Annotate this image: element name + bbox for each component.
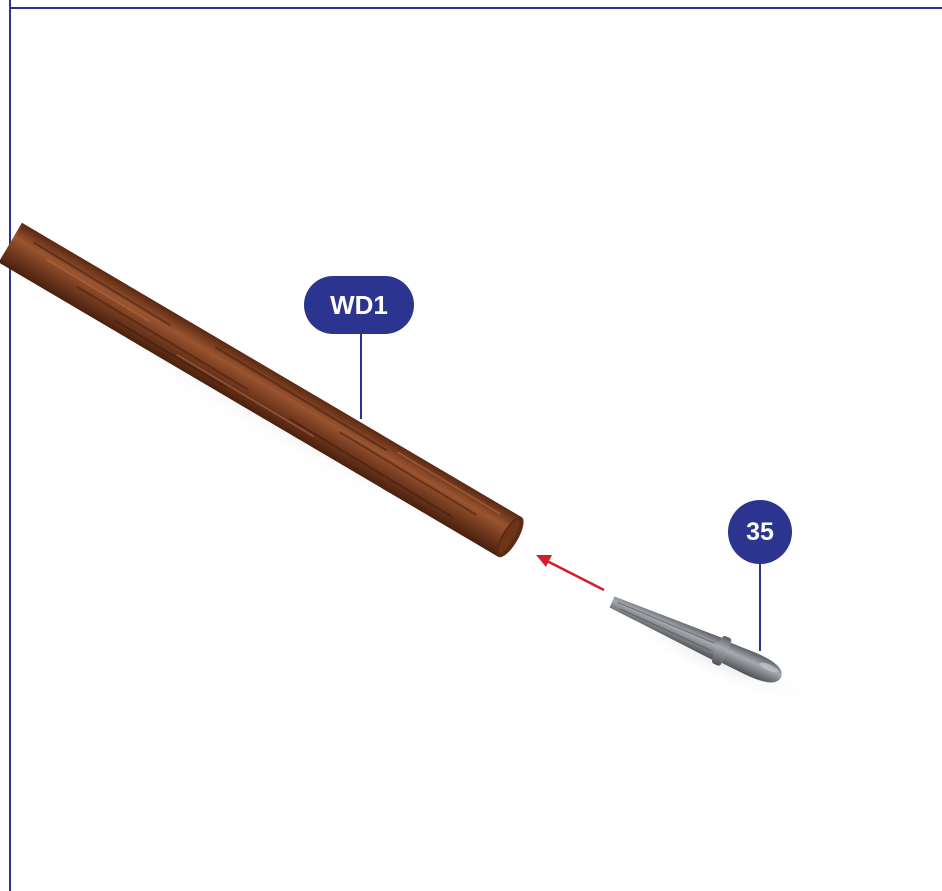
wooden-dowel	[0, 223, 529, 561]
insertion-arrow	[536, 555, 604, 590]
wd1-callout-label: WD1	[330, 290, 388, 321]
wd1-leader-line	[360, 333, 362, 419]
part-35-callout-label: 35	[746, 518, 774, 547]
part-35-leader-line	[759, 563, 761, 651]
part-35-callout-badge: 35	[728, 500, 792, 564]
wd1-callout-badge: WD1	[304, 276, 414, 334]
